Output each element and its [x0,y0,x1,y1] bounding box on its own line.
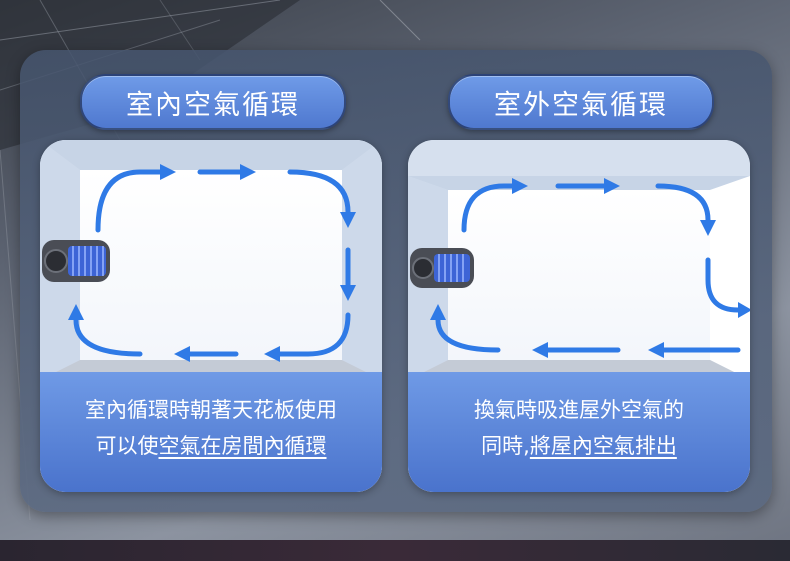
caption-plain: 可以使 [95,434,159,458]
caption-line-1: 換氣時吸進屋外空氣的 [474,398,684,422]
indoor-circulation-card: 室內循環時朝著天花板使用 可以使空氣在房間內循環 [40,140,382,492]
caption-underlined: 空氣在房間內循環 [158,434,327,458]
caption-line-2: 可以使空氣在房間內循環 [40,428,382,464]
caption-line-1: 室內循環時朝著天花板使用 [85,398,337,422]
ventilation-fan-icon [42,240,110,282]
caption-plain: 同時, [481,434,530,458]
outdoor-circulation-card: 換氣時吸進屋外空氣的 同時,將屋內空氣排出 [408,140,750,492]
caption-underlined: 將屋內空氣排出 [529,434,677,458]
airflow-arrow-icon [73,169,351,357]
indoor-circulation-title: 室內空氣循環 [80,74,346,130]
ventilation-fan-icon [410,248,474,288]
caption-line-2: 同時,將屋內空氣排出 [408,428,750,464]
bottom-strip [0,540,790,561]
outdoor-circulation-caption: 換氣時吸進屋外空氣的 同時,將屋內空氣排出 [408,372,750,492]
indoor-circulation-caption: 室內循環時朝著天花板使用 可以使空氣在房間內循環 [40,372,382,492]
outdoor-circulation-title: 室外空氣循環 [448,74,714,130]
